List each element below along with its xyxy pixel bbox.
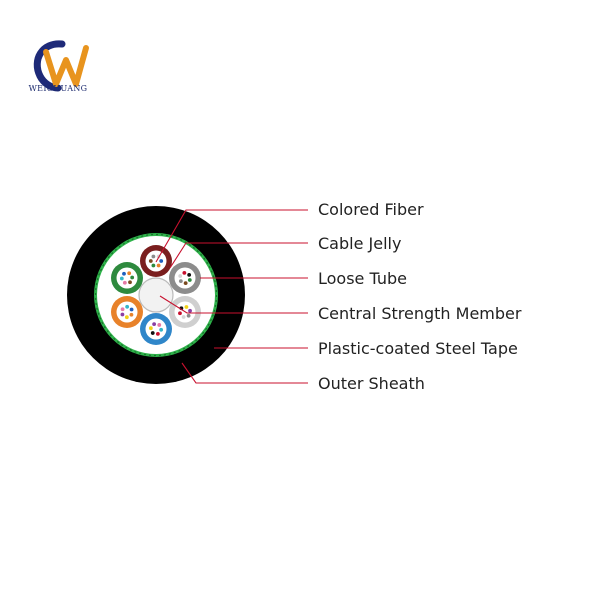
fiber-dot <box>129 307 134 312</box>
fiber-dot <box>127 271 132 276</box>
fiber-dot <box>188 308 192 313</box>
fiber-dot <box>157 323 162 327</box>
fiber-dot <box>182 270 187 275</box>
fiber-dot <box>184 305 189 309</box>
fiber-dot <box>148 326 153 331</box>
fiber-dot <box>187 272 192 277</box>
loose-tube-2 <box>169 262 201 294</box>
fiber-dot <box>124 315 129 320</box>
leader-line-central-strength-member <box>159 295 308 314</box>
fiber-dot <box>129 312 134 317</box>
fiber-dot <box>156 263 161 268</box>
fiber-dot <box>152 322 157 327</box>
steel-tape-dashes <box>94 233 218 357</box>
label-cable-jelly: Cable Jelly <box>318 234 401 253</box>
fiber-dot <box>159 327 164 332</box>
fiber-dot <box>122 271 126 276</box>
fiber-dot <box>181 315 186 319</box>
fiber-dot <box>125 304 130 309</box>
fiber-dot <box>130 275 135 280</box>
fiber-dot <box>128 280 132 285</box>
fiber-dot <box>119 276 124 281</box>
brand-name: WEICHUANG <box>28 84 88 93</box>
label-loose-tube: Loose Tube <box>318 269 407 288</box>
fiber-dot <box>148 259 153 263</box>
label-outer-sheath: Outer Sheath <box>318 374 425 393</box>
loose-tube-5 <box>111 296 143 328</box>
fiber-dot <box>120 307 125 312</box>
leader-lines <box>155 209 308 384</box>
fiber-dot <box>150 331 155 335</box>
leader-line-cable-jelly <box>169 242 308 269</box>
leader-line-colored-fiber <box>155 209 308 263</box>
central-strength-member <box>138 277 174 313</box>
fiber-dot <box>186 313 191 318</box>
label-colored-fiber: Colored Fiber <box>318 200 424 219</box>
leader-line-outer-sheath <box>181 362 308 384</box>
fiber-dot <box>187 278 192 282</box>
loose-tube-6 <box>111 262 143 294</box>
fiber-dot <box>155 331 160 336</box>
label-central-strength-member: Central Strength Member <box>318 304 522 323</box>
fiber-dot <box>151 263 156 268</box>
fiber-dot <box>120 312 125 317</box>
fiber-dot <box>183 281 188 286</box>
colored-fibers <box>119 254 192 336</box>
weichuang-logo-icon <box>33 40 89 92</box>
fiber-dot <box>178 274 183 278</box>
fiber-dot <box>151 254 156 259</box>
fiber-dot <box>178 311 182 316</box>
fiber-dot <box>122 280 127 285</box>
fiber-dot <box>178 279 183 284</box>
loose-tube-4 <box>140 313 172 345</box>
label-plastic-coated-steel-tape: Plastic-coated Steel Tape <box>318 339 518 358</box>
fiber-dot <box>159 259 164 263</box>
